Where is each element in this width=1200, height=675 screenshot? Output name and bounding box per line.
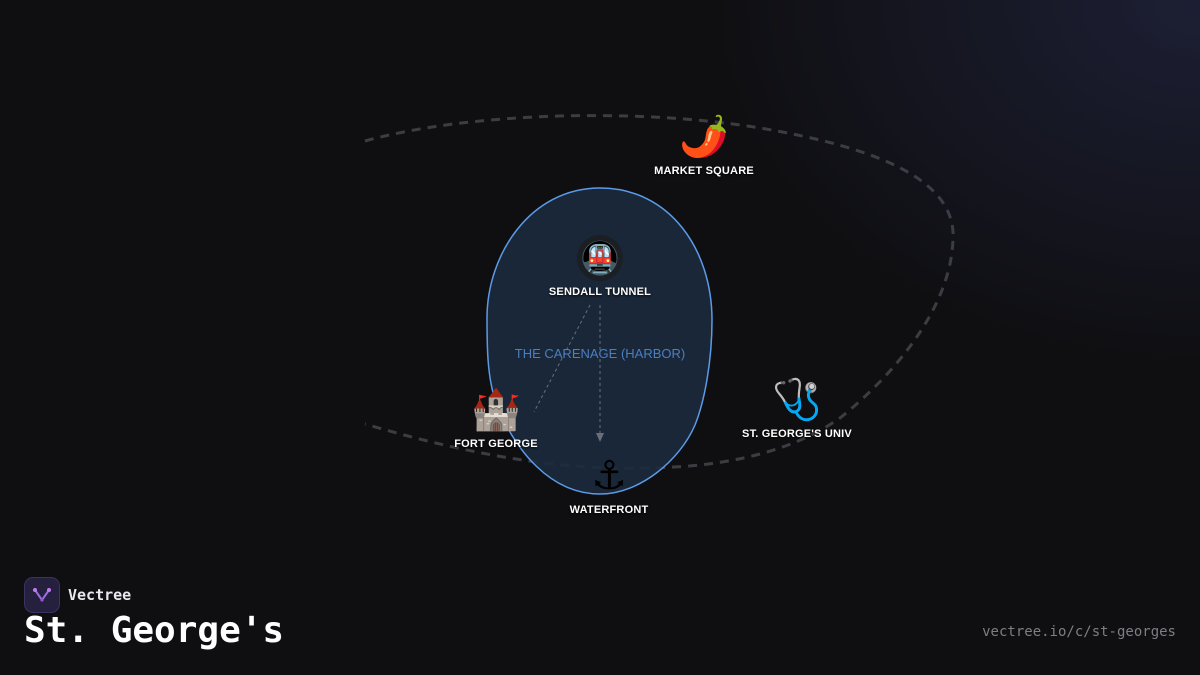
vectree-logo-icon <box>24 577 60 613</box>
place-label: WATERFRONT <box>569 504 649 516</box>
place-label: FORT GEORGE <box>454 438 538 450</box>
place-label: MARKET SQUARE <box>654 165 754 177</box>
place-waterfront[interactable]: ⚓ WATERFRONT <box>570 452 649 516</box>
place-fort-george[interactable]: 🏰 FORT GEORGE <box>454 386 537 450</box>
connector-tunnel-to-fort <box>533 304 591 413</box>
connector-arrowhead <box>596 433 604 442</box>
place-market-square[interactable]: 🌶️ MARKET SQUARE <box>654 113 754 177</box>
page-url[interactable]: vectree.io/c/st-georges <box>982 624 1176 640</box>
place-label: ST. GEORGE'S UNIV <box>742 428 852 440</box>
metro-icon: 🚇 <box>577 235 623 281</box>
castle-icon: 🏰 <box>471 387 521 433</box>
brand-name: Vectree <box>68 586 132 604</box>
hot-pepper-icon: 🌶️ <box>679 114 729 160</box>
stethoscope-icon: 🩺 <box>772 377 822 423</box>
area-label: THE CARENAGE (HARBOR) <box>514 346 686 361</box>
brand[interactable]: Vectree <box>24 577 131 613</box>
place-st-georges-univ[interactable]: 🩺 ST. GEORGE'S UNIV <box>742 376 852 440</box>
page-title: St. George's <box>24 610 285 651</box>
place-label: SENDALL TUNNEL <box>548 286 652 298</box>
anchor-icon: ⚓ <box>591 453 627 499</box>
place-sendall-tunnel[interactable]: 🚇 SENDALL TUNNEL <box>549 234 651 298</box>
